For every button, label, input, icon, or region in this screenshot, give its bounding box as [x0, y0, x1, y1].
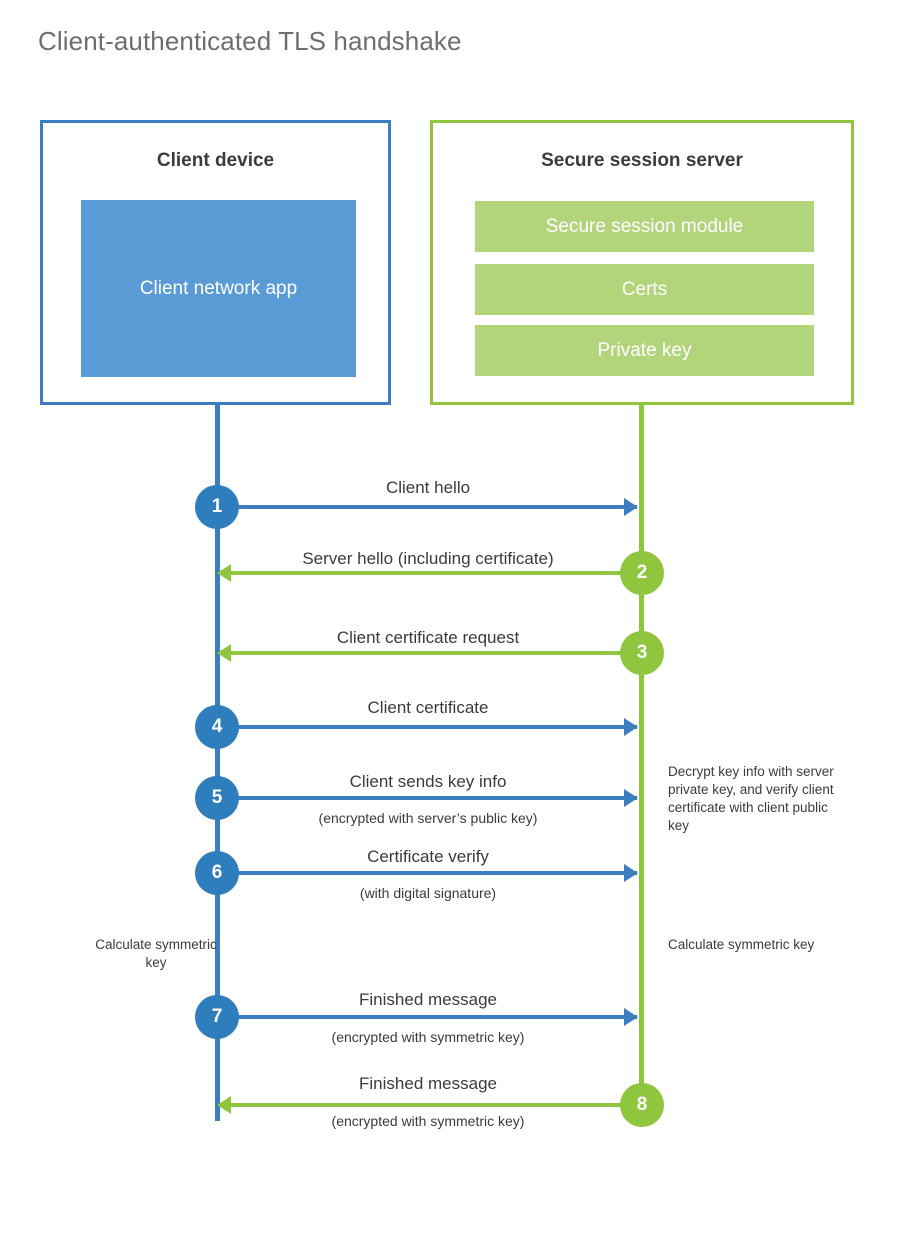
message-sublabel-8: (encrypted with symmetric key) [331, 1113, 525, 1129]
arrow-step-7 [217, 1008, 638, 1026]
actor-box-secure-session-server: Secure session server Secure session mod… [430, 120, 854, 405]
arrow-step-4 [217, 718, 638, 736]
annotation-calculate-symmetric-key-server: Calculate symmetric key [668, 937, 815, 952]
message-label-7: Finished message [359, 990, 497, 1009]
arrow-step-3 [217, 644, 639, 662]
lifeline-client [215, 405, 220, 1121]
arrow-step-5 [217, 789, 638, 807]
step-circle-3: 3 [620, 631, 664, 675]
annotation-server-decrypt: Decrypt key info with server private key… [668, 764, 834, 834]
arrow-step-6 [217, 864, 638, 882]
message-label-3: Client certificate request [336, 628, 520, 647]
message-sublabel-6: (with digital signature) [359, 885, 497, 901]
message-label-8: Finished message [359, 1074, 497, 1093]
client-network-app-block: Client network app [81, 200, 356, 377]
message-label-4: Client certificate [367, 698, 489, 717]
message-sublabel-7: (encrypted with symmetric key) [331, 1029, 525, 1045]
message-label-6: Certificate verify [367, 847, 489, 866]
step-circle-7: 7 [195, 995, 239, 1039]
step-circle-2: 2 [620, 551, 664, 595]
arrowhead-right-icon [624, 864, 638, 882]
arrowhead-left-icon [217, 564, 231, 582]
arrow-step-8 [217, 1096, 639, 1114]
actor-box-client-device: Client device Client network app [40, 120, 391, 405]
lifeline-server [639, 405, 644, 1105]
server-block-secure-session-module: Secure session module [475, 201, 814, 252]
message-sublabel-5: (encrypted with server’s public key) [318, 810, 538, 826]
arrowhead-right-icon [624, 498, 638, 516]
arrowhead-right-icon [624, 1008, 638, 1026]
message-label-1: Client hello [385, 478, 471, 497]
step-circle-1: 1 [195, 485, 239, 529]
step-circle-4: 4 [195, 705, 239, 749]
arrowhead-left-icon [217, 1096, 231, 1114]
annotation-calculate-symmetric-key-client: Calculate symmetric key [95, 937, 217, 971]
step-circle-8: 8 [620, 1083, 664, 1127]
arrow-step-2 [217, 564, 639, 582]
page-title: Client-authenticated TLS handshake [38, 26, 462, 56]
arrow-step-1 [217, 498, 638, 516]
message-label-2: Server hello (including certificate) [302, 549, 554, 568]
server-block-private-key: Private key [475, 325, 814, 376]
arrowhead-right-icon [624, 718, 638, 736]
message-label-5: Client sends key info [349, 772, 507, 791]
server-block-certs: Certs [475, 264, 814, 315]
step-circle-5: 5 [195, 776, 239, 820]
step-circle-6: 6 [195, 851, 239, 895]
arrowhead-left-icon [217, 644, 231, 662]
arrowhead-right-icon [624, 789, 638, 807]
actor-title-client: Client device [156, 150, 275, 171]
actor-title-server: Secure session server [541, 150, 743, 171]
